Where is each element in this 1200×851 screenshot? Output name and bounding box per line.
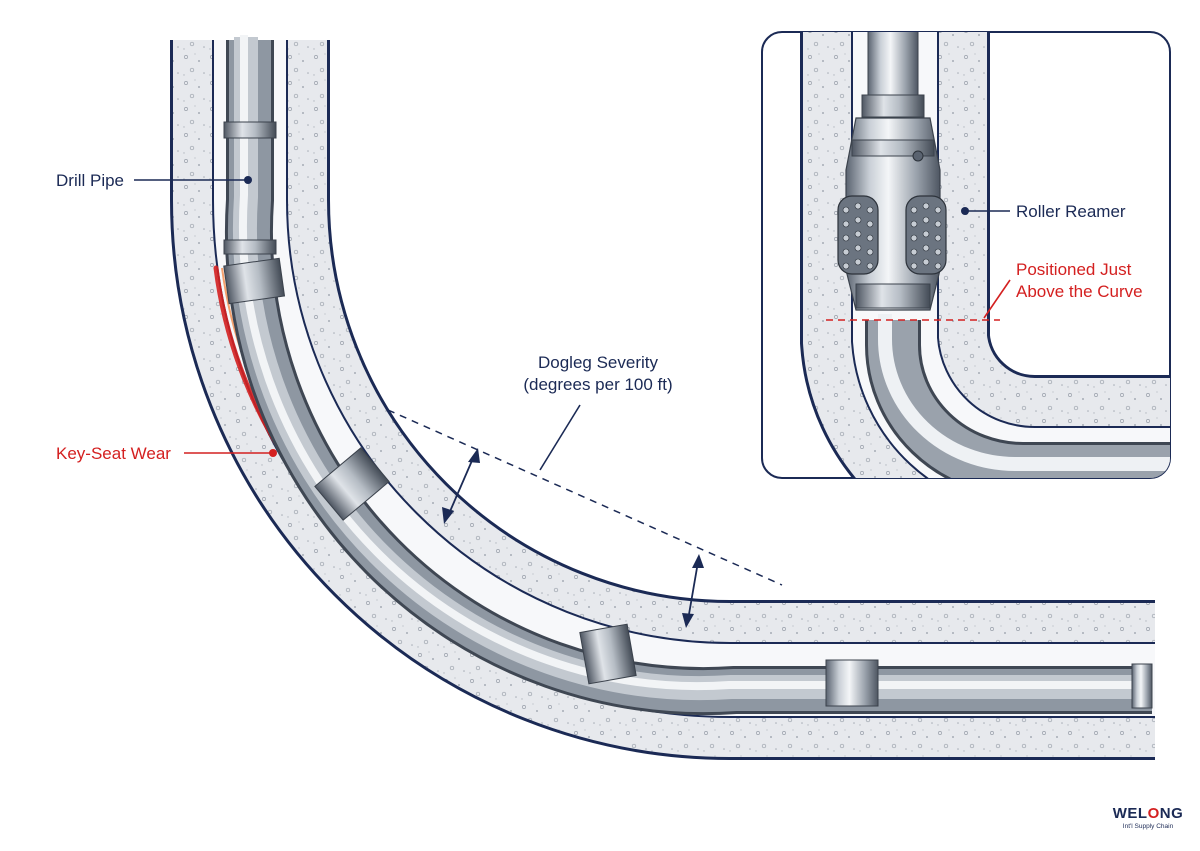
- roller-reamer-inset: [761, 31, 1171, 479]
- positioned-label: Positioned Just Above the Curve: [1016, 259, 1143, 303]
- key-seat-wear-label: Key-Seat Wear: [56, 444, 171, 463]
- roller-reamer-label: Roller Reamer: [1016, 202, 1126, 221]
- logo-text-pre: WEL: [1112, 805, 1148, 822]
- logo-text-post: NG: [1159, 805, 1184, 822]
- tool-joint: [223, 239, 277, 255]
- logo-text-o: O: [1147, 805, 1160, 822]
- positioned-leader: [983, 279, 1011, 319]
- dogleg-severity-label: Dogleg Severity (degrees per 100 ft): [488, 352, 708, 396]
- dogleg-severity-units: (degrees per 100 ft): [523, 375, 673, 394]
- tool-joint: [1131, 663, 1153, 709]
- drill-pipe: [224, 35, 1152, 716]
- roller-reamer-leader: [961, 207, 1010, 215]
- tool-joint: [223, 257, 286, 305]
- positioned-line1: Positioned Just: [1016, 260, 1132, 279]
- drill-pipe-label: Drill Pipe: [56, 171, 125, 190]
- tool-joint: [579, 623, 637, 685]
- dogleg-indicator: [387, 404, 783, 628]
- drill-pipe-leader: [134, 176, 252, 184]
- tool-joint: [314, 447, 390, 521]
- tool-joint: [825, 659, 879, 707]
- logo-tagline: Int'l Supply Chain: [1122, 823, 1174, 830]
- tool-joint: [223, 121, 277, 139]
- dogleg-severity-title: Dogleg Severity: [537, 353, 658, 372]
- tool-joints: [223, 121, 1153, 709]
- roller-cutter-left: [837, 195, 879, 275]
- roller-cutter-right: [905, 195, 947, 275]
- welong-logo: WELONG Int'l Supply Chain: [1110, 806, 1186, 831]
- key-seat-leader: [184, 449, 277, 457]
- positioned-line2: Above the Curve: [1016, 282, 1143, 301]
